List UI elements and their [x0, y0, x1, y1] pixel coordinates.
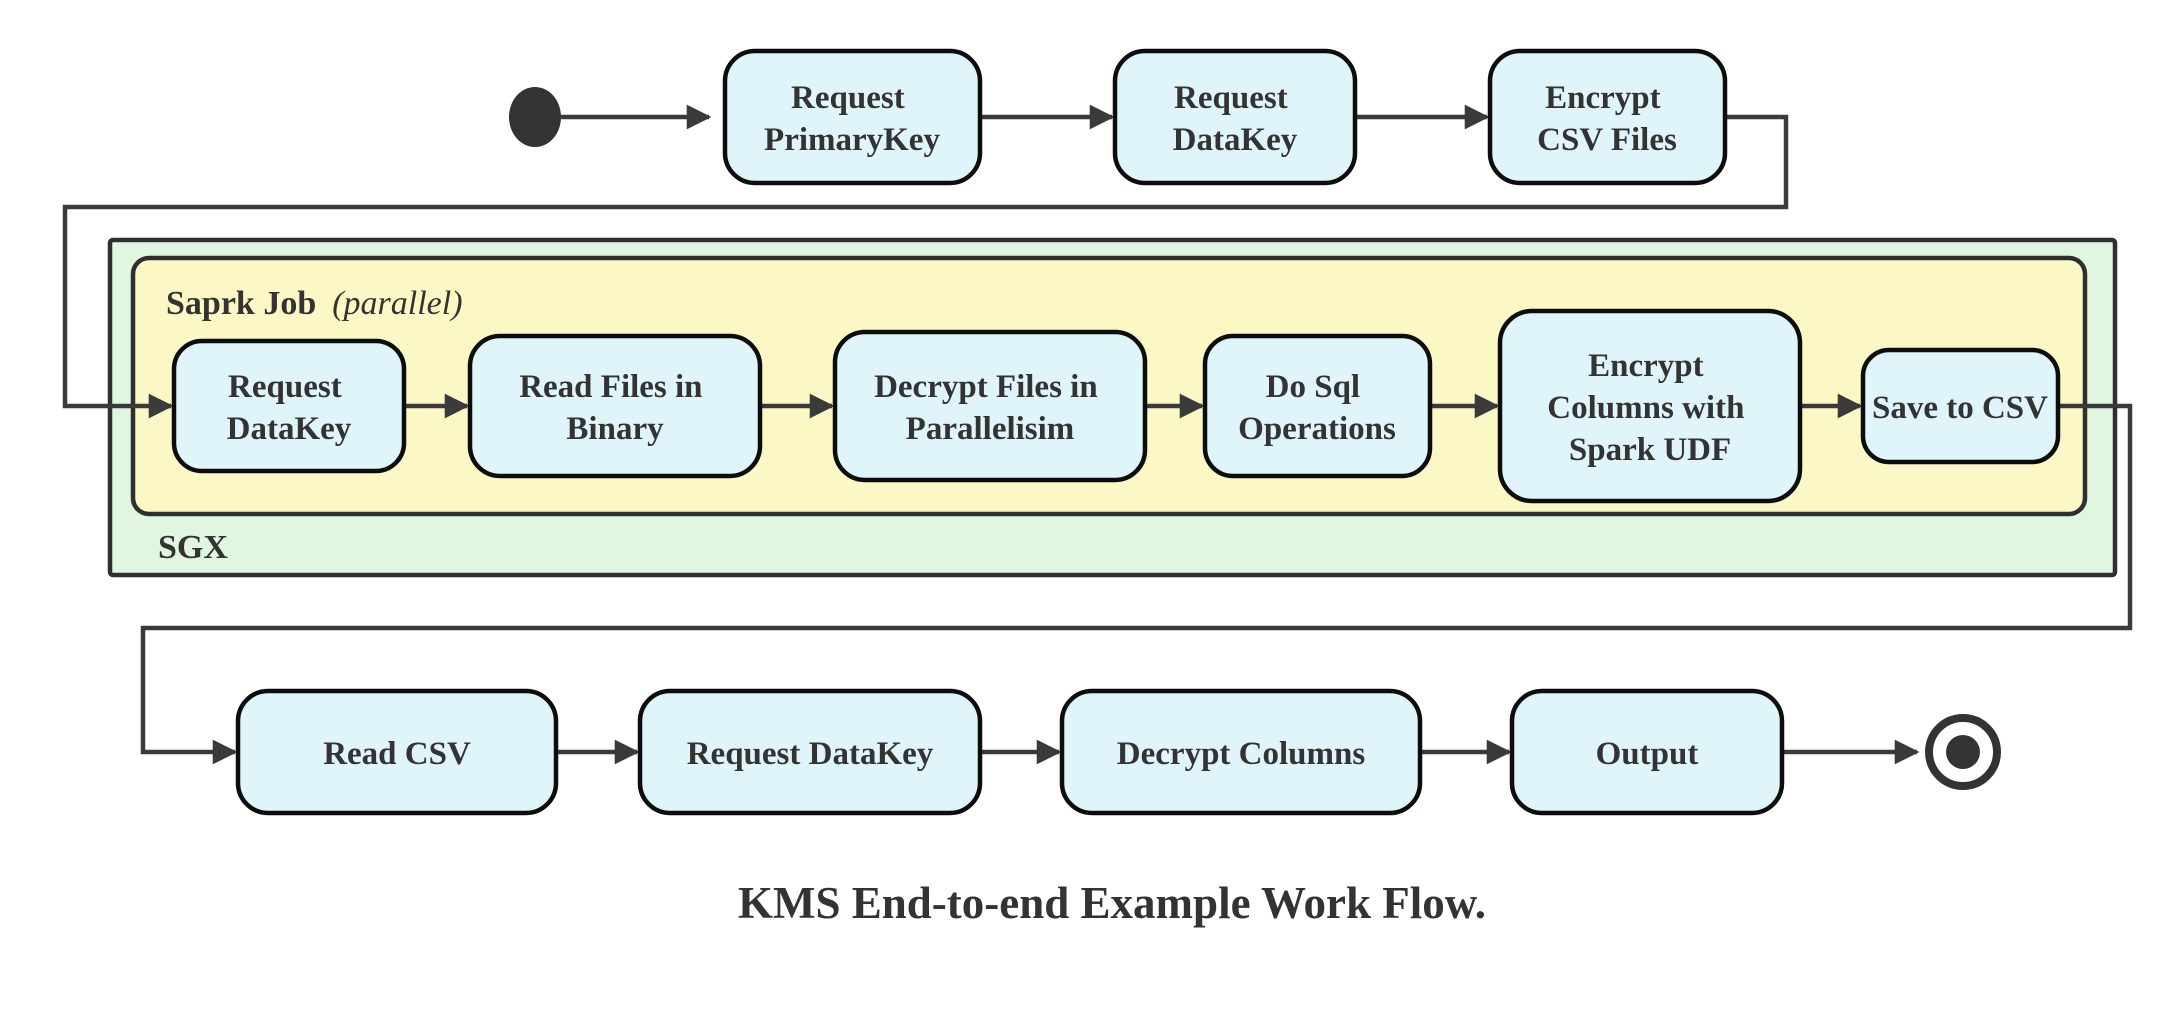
- spark-job-container-label: Saprk Job (parallel): [166, 285, 463, 322]
- node-label-line: Read Files in: [519, 369, 702, 405]
- node-label-line: Save to CSV: [1872, 390, 2048, 426]
- spark-job-label-bold: Saprk Job: [166, 285, 316, 322]
- node-label-line: PrimaryKey: [764, 122, 940, 158]
- node-read-files-in-binary: Read Files in Binary: [467, 333, 763, 479]
- node-label-line: CSV Files: [1537, 122, 1677, 158]
- node-label-line: Spark UDF: [1569, 432, 1731, 468]
- node-label-line: DataKey: [227, 411, 352, 447]
- final-state-inner-dot: [1946, 735, 1980, 769]
- node-label-line: Decrypt Files in: [874, 369, 1098, 405]
- node-box: [1112, 48, 1358, 186]
- node-label-line: Output: [1596, 736, 1699, 772]
- node-decrypt-columns: Decrypt Columns: [1059, 688, 1423, 816]
- final-state-icon: [1925, 714, 2001, 790]
- node-label: Request PrimaryKey: [764, 80, 940, 158]
- node-box: [171, 338, 407, 474]
- node-label-line: Request: [791, 80, 905, 116]
- node-label: Read Files in Binary: [519, 369, 711, 447]
- node-label-line: Do Sql: [1266, 369, 1360, 405]
- node-label: Request DataKey: [687, 736, 934, 772]
- diagram-caption: KMS End-to-end Example Work Flow.: [738, 878, 1486, 928]
- node-request-datakey-top: Request DataKey: [1112, 48, 1358, 186]
- node-label: Do Sql Operations: [1238, 369, 1396, 447]
- node-label: Decrypt Columns: [1117, 736, 1366, 772]
- node-label-line: Operations: [1238, 411, 1396, 447]
- node-box: [1487, 48, 1728, 186]
- node-request-primarykey: Request PrimaryKey: [722, 48, 983, 186]
- node-label-line: Encrypt: [1588, 348, 1704, 384]
- node-box: [235, 688, 559, 816]
- node-label: Request DataKey: [1173, 80, 1298, 158]
- node-label: Read CSV: [323, 736, 471, 772]
- node-box: [722, 48, 983, 186]
- node-label-line: Request DataKey: [687, 736, 934, 772]
- node-label-line: DataKey: [1173, 122, 1298, 158]
- node-label-line: Request: [1174, 80, 1288, 116]
- edges: [62, 104, 2133, 765]
- initial-state-icon: [509, 87, 561, 147]
- node-box: [1860, 347, 2061, 465]
- node-box: [1509, 688, 1785, 816]
- node-box: [637, 688, 983, 816]
- node-label-line: Decrypt Columns: [1117, 736, 1366, 772]
- node-box: [1497, 308, 1803, 504]
- edge-encrypt-csv-files-to-sgx-request-datakey: [62, 114, 1789, 419]
- node-box: [1059, 688, 1423, 816]
- node-do-sql-operations: Do Sql Operations: [1202, 333, 1433, 479]
- node-box: [832, 329, 1148, 483]
- node-label-line: Read CSV: [323, 736, 471, 772]
- node-box: [467, 333, 763, 479]
- node-save-to-csv: Save to CSV: [1860, 347, 2061, 465]
- node-read-csv: Read CSV: [235, 688, 559, 816]
- node-label: Request DataKey: [227, 369, 352, 447]
- node-request-datakey-sgx: Request DataKey: [171, 338, 407, 474]
- node-decrypt-files-in-parallelisim: Decrypt Files in Parallelisim: [832, 329, 1148, 483]
- node-label-line: Encrypt: [1545, 80, 1661, 116]
- spark-job-label-parallel: (parallel): [332, 285, 462, 322]
- node-label: Encrypt Columns with Spark UDF: [1547, 348, 1752, 468]
- node-label-line: Binary: [566, 411, 664, 447]
- edge-save-to-csv-to-read-csv: [140, 403, 2133, 765]
- node-label: Output: [1596, 736, 1699, 772]
- node-label: Encrypt CSV Files: [1537, 80, 1677, 158]
- sgx-container-label: SGX: [158, 529, 228, 566]
- node-label: Save to CSV: [1872, 390, 2048, 426]
- node-box: [1202, 333, 1433, 479]
- node-request-datakey-bottom: Request DataKey: [637, 688, 983, 816]
- node-encrypt-csv-files: Encrypt CSV Files: [1487, 48, 1728, 186]
- node-label-line: Columns with: [1547, 390, 1744, 426]
- node-label-line: Request: [228, 369, 342, 405]
- node-encrypt-columns-with-spark-udf: Encrypt Columns with Spark UDF: [1497, 308, 1803, 504]
- node-label-line: Parallelisim: [906, 411, 1075, 447]
- node-output: Output: [1509, 688, 1785, 816]
- node-label: Decrypt Files in Parallelisim: [874, 369, 1106, 447]
